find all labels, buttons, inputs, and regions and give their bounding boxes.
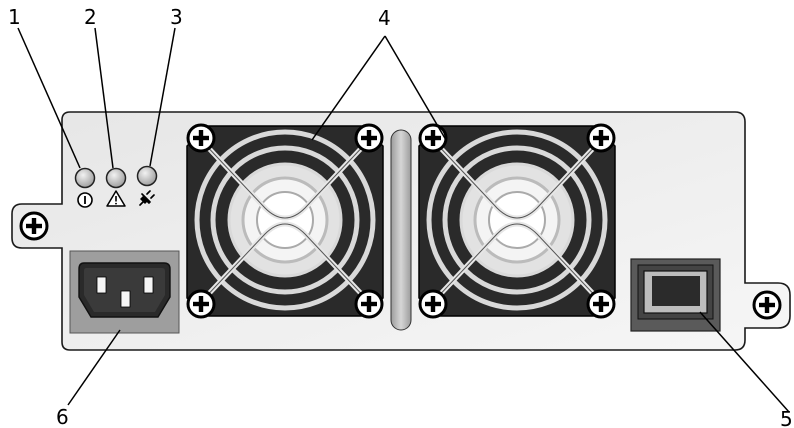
callout-lines (17, 27, 790, 413)
warning-triangle-icon (106, 190, 126, 207)
pin-ground (120, 290, 131, 308)
callout-line-1 (17, 27, 81, 169)
fan-left-screw-tl-icon (186, 123, 216, 153)
fan-left-screw-tr-icon (354, 123, 384, 153)
callout-6: 6 (56, 405, 69, 428)
fan-right-screw-tr-icon (586, 123, 616, 153)
callout-line-4a (311, 35, 386, 141)
fan-left-screw-bl-icon (186, 289, 216, 319)
fan-left (186, 123, 384, 319)
fan-left-screw-br-icon (354, 289, 384, 319)
led-2 (105, 167, 127, 189)
callout-5: 5 (780, 407, 793, 428)
led-3 (136, 165, 158, 187)
status-leds (74, 165, 158, 208)
callout-line-2 (94, 27, 114, 169)
ac-plug-icon (139, 190, 155, 206)
callout-1: 1 (8, 5, 21, 29)
fan-right-screw-bl-icon (418, 289, 448, 319)
led-1 (74, 167, 96, 189)
callout-4: 4 (378, 6, 391, 30)
fan-right (418, 123, 616, 319)
pin-left (96, 276, 107, 294)
callout-3: 3 (170, 5, 183, 29)
right-mounting-screw-icon (752, 290, 782, 320)
fan-right-screw-tl-icon (418, 123, 448, 153)
callout-line-4b (384, 35, 447, 141)
callout-line-3 (149, 27, 176, 167)
fan-right-screw-br-icon (586, 289, 616, 319)
pin-right (143, 276, 154, 294)
callout-2: 2 (84, 5, 97, 29)
callout-line-6 (67, 329, 121, 406)
left-mounting-screw-icon (19, 211, 49, 241)
callout-line-5 (699, 311, 790, 413)
ac-power-inlet (69, 250, 180, 334)
power-symbol-icon (77, 192, 93, 208)
fan-divider (390, 129, 412, 331)
power-switch[interactable] (630, 258, 721, 332)
